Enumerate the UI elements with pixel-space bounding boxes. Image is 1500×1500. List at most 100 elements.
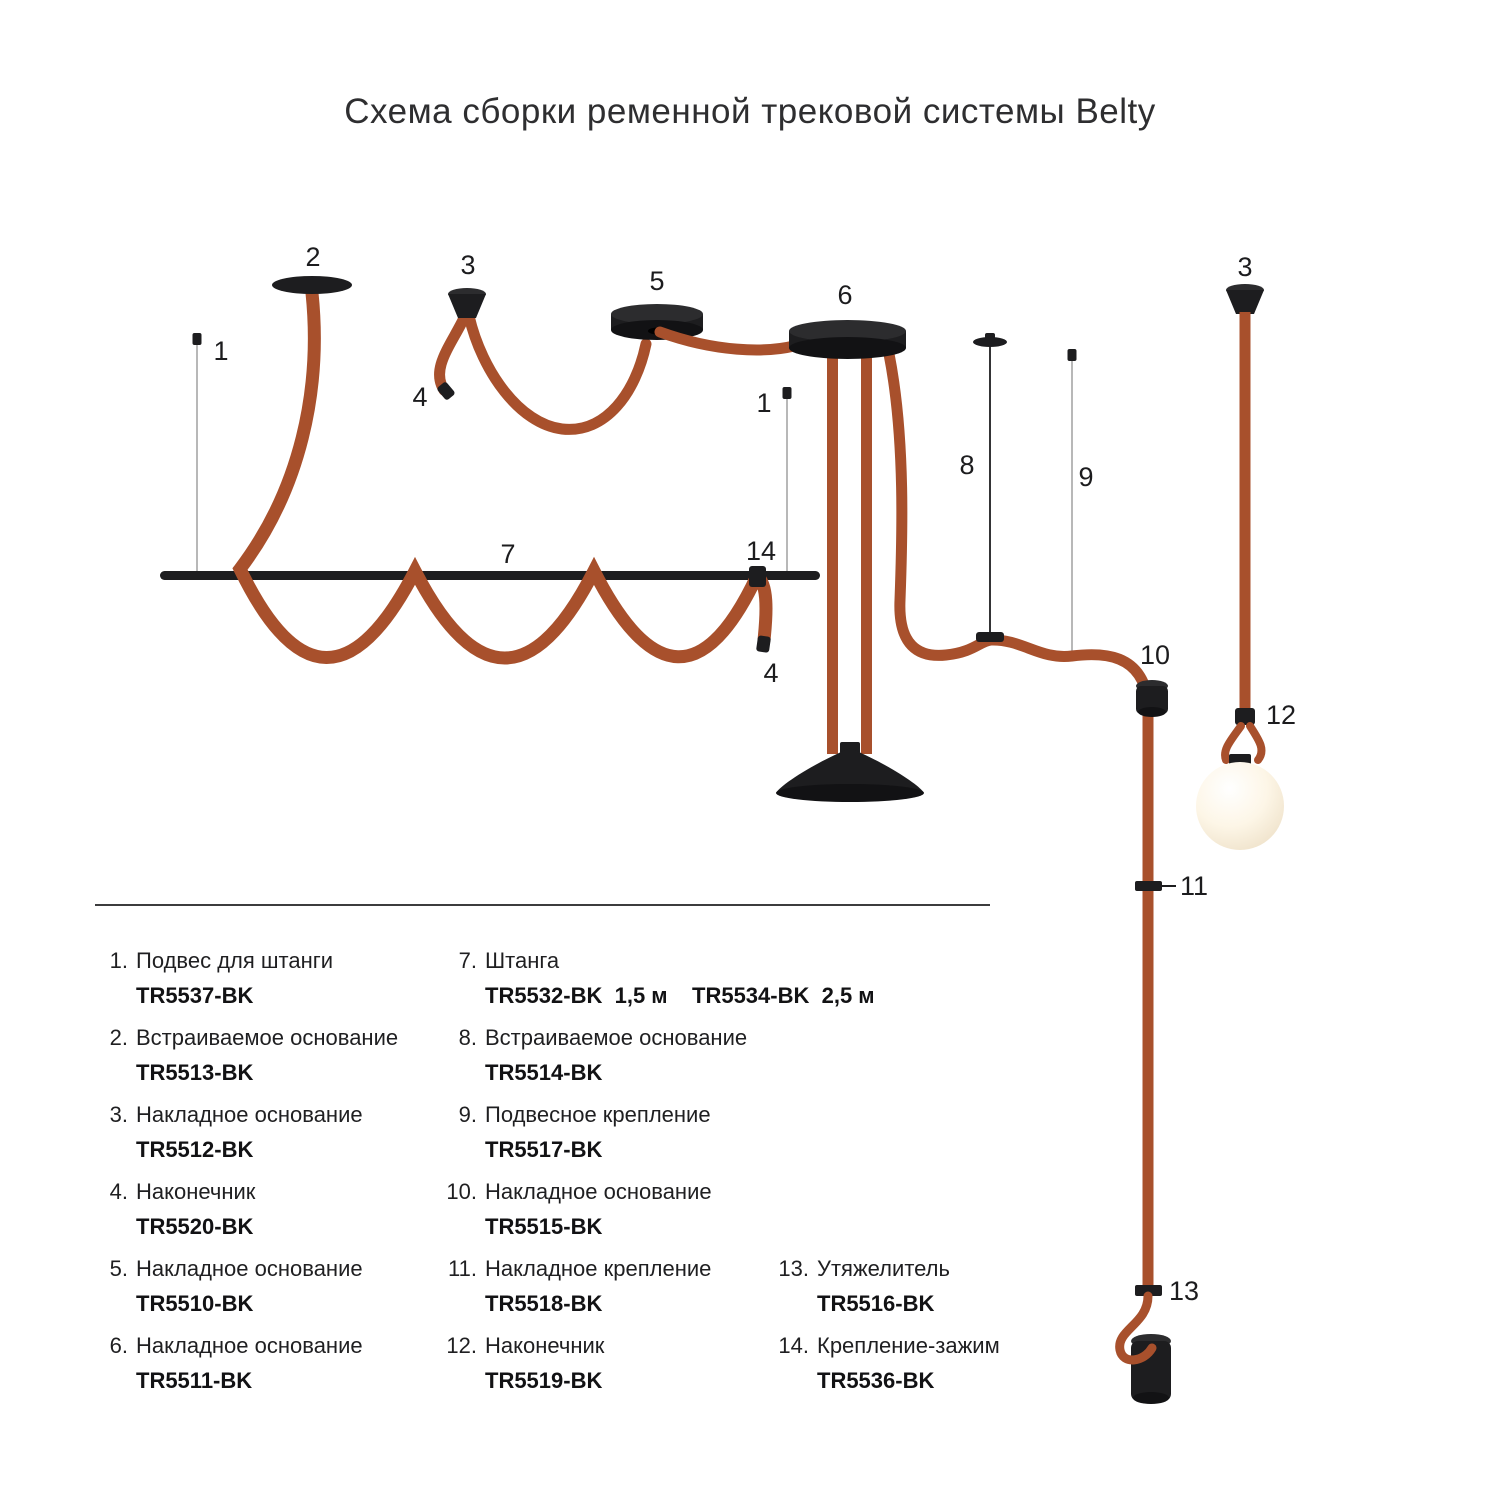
diagram-label-7: 7 [500,539,515,569]
legend-item-name: Накладное основание [485,1179,712,1204]
belt-vertical-right [861,350,872,754]
legend-item-10: 10. Накладное основание TR5515-BK [435,1179,765,1256]
surface-base-3-left [448,288,486,318]
legend-item-name: Накладное основание [136,1256,363,1281]
legend-item-name: Накладное крепление [485,1256,712,1281]
diagram-label-11: 11 [1180,871,1208,901]
diagram-label-10: 10 [1140,640,1170,670]
clamp-body [1135,881,1162,891]
base-flange [272,276,352,294]
legend-item-number: 8. [458,1025,477,1050]
legend-item-code: TR5515-BK [485,1214,603,1239]
legend-item-name: Наконечник [136,1179,256,1204]
recessed-base-8 [973,333,1007,636]
diagram-label-5: 5 [649,266,664,296]
legend-item-number: 4. [109,1179,128,1204]
belt-loop-right [1246,722,1266,764]
rod [160,571,820,580]
legend-item-number: 13. [778,1256,809,1281]
diagram-label-1-right: 1 [756,388,771,418]
suspension-fitting [192,333,202,345]
sphere-lamp [1196,762,1284,850]
rod-suspension-left [192,333,202,574]
legend-item-code: TR5517-BK [485,1137,603,1162]
weight-bottom [1133,1392,1169,1404]
belt-to-tip [434,310,471,396]
legend-item-code: TR5536-BK [817,1368,935,1393]
legend-item-name: Наконечник [485,1333,605,1358]
legend-item-code: TR5511-BK [136,1368,253,1393]
surface-base-10 [1136,680,1168,717]
legend: 1. Подвес для штанги TR5537-BK 2. Встраи… [100,948,1025,1410]
legend-column-1: 1. Подвес для штанги TR5537-BK 2. Встраи… [100,948,435,1410]
legend-item-code: TR5513-BK [136,1060,254,1085]
pendant-mount-9 [1067,349,1077,654]
rod-suspension-right [782,387,792,576]
legend-divider [95,904,990,906]
base-bottom [1138,707,1166,717]
diagram-label-12: 12 [1266,700,1296,730]
legend-column-2: 7. Штанга TR5532-BK 1,5 м TR5534-BK 2,5 … [435,948,875,1410]
legend-item-name: Встраиваемое основание [136,1025,399,1050]
belt-swags [232,286,773,665]
legend-item-1: 1. Подвес для штанги TR5537-BK [100,948,435,1025]
legend-item-5: 5. Накладное основание TR5510-BK [100,1256,435,1333]
belt-loop-left [1221,722,1245,764]
diagram-label-4-right: 4 [763,658,778,688]
legend-item-number: 6. [109,1333,128,1358]
legend-item-name: Встраиваемое основание [485,1025,748,1050]
pendant-fitting [1067,349,1077,361]
legend-item-name: Накладное основание [136,1333,363,1358]
legend-item-11: 11. Накладное крепление TR5518-BK [435,1256,765,1333]
suspension-fitting [782,387,792,399]
legend-item-12: 12. Наконечник TR5519-BK [435,1333,765,1410]
diagram-label-3-right: 3 [1237,252,1252,282]
diagram-label-1-left: 1 [213,336,228,366]
belt-tip-12 [1235,708,1255,725]
legend-item-9: 9. Подвесное крепление TR5517-BK [435,1102,765,1179]
legend-item-number: 9. [458,1102,477,1127]
belt-tip-4-right [756,635,771,653]
legend-item-name: Накладное основание [136,1102,363,1127]
canopy-top [611,304,703,324]
belt-to-canopy-5 [463,310,652,435]
belt-canopy5-to-canopy6 [654,326,800,356]
legend-item-number: 7. [458,948,477,973]
legend-item-number: 5. [109,1256,128,1281]
legend-item-number: 2. [109,1025,128,1050]
clamp-14 [749,566,766,587]
diagram-label-3-left: 3 [460,250,475,280]
surface-base-6 [789,320,906,359]
legend-item-2: 2. Встраиваемое основание TR5513-BK [100,1025,435,1102]
clamp-body [1135,1285,1162,1296]
legend-item-number: 11. [448,1256,477,1281]
legend-item-6: 6. Накладное основание TR5511-BK [100,1333,435,1410]
legend-item-code: TR5514-BK [485,1060,603,1085]
base-cone [1226,290,1264,314]
legend-item-number: 10. [446,1179,477,1204]
legend-item-13: 13. Утяжелитель TR5516-BK [765,1256,1025,1333]
cone-shade [776,742,924,802]
legend-item-code: TR5520-BK [136,1214,254,1239]
legend-item-number: 3. [109,1102,128,1127]
page-title: Схема сборки ременной трековой системы B… [344,92,1156,131]
belt-right-run [883,348,1154,706]
legend-item-number: 12. [446,1333,477,1358]
legend-item-code: TR5532-BK 1,5 м TR5534-BK 2,5 м [485,983,875,1008]
diagram-label-2: 2 [305,242,320,272]
cable-connector-8 [976,632,1004,642]
legend-item-name: Крепление-зажим [817,1333,1000,1358]
legend-item-8: 8. Встраиваемое основание TR5514-BK [435,1025,765,1102]
legend-item-7: 7. Штанга TR5532-BK 1,5 м TR5534-BK 2,5 … [435,948,875,1025]
diagram-label-6: 6 [837,280,852,310]
base-flange [973,337,1007,347]
diagram-label-4-left: 4 [412,382,427,412]
diagram-label-14: 14 [746,536,776,566]
belt-tip-4-left [437,382,455,400]
legend-item-code: TR5518-BK [485,1291,603,1316]
shade-rim [776,784,924,802]
legend-item-code: TR5537-BK [136,983,254,1008]
legend-item-14: 14. Крепление-зажим TR5536-BK [765,1333,1025,1410]
belt-loop [1115,1291,1157,1365]
